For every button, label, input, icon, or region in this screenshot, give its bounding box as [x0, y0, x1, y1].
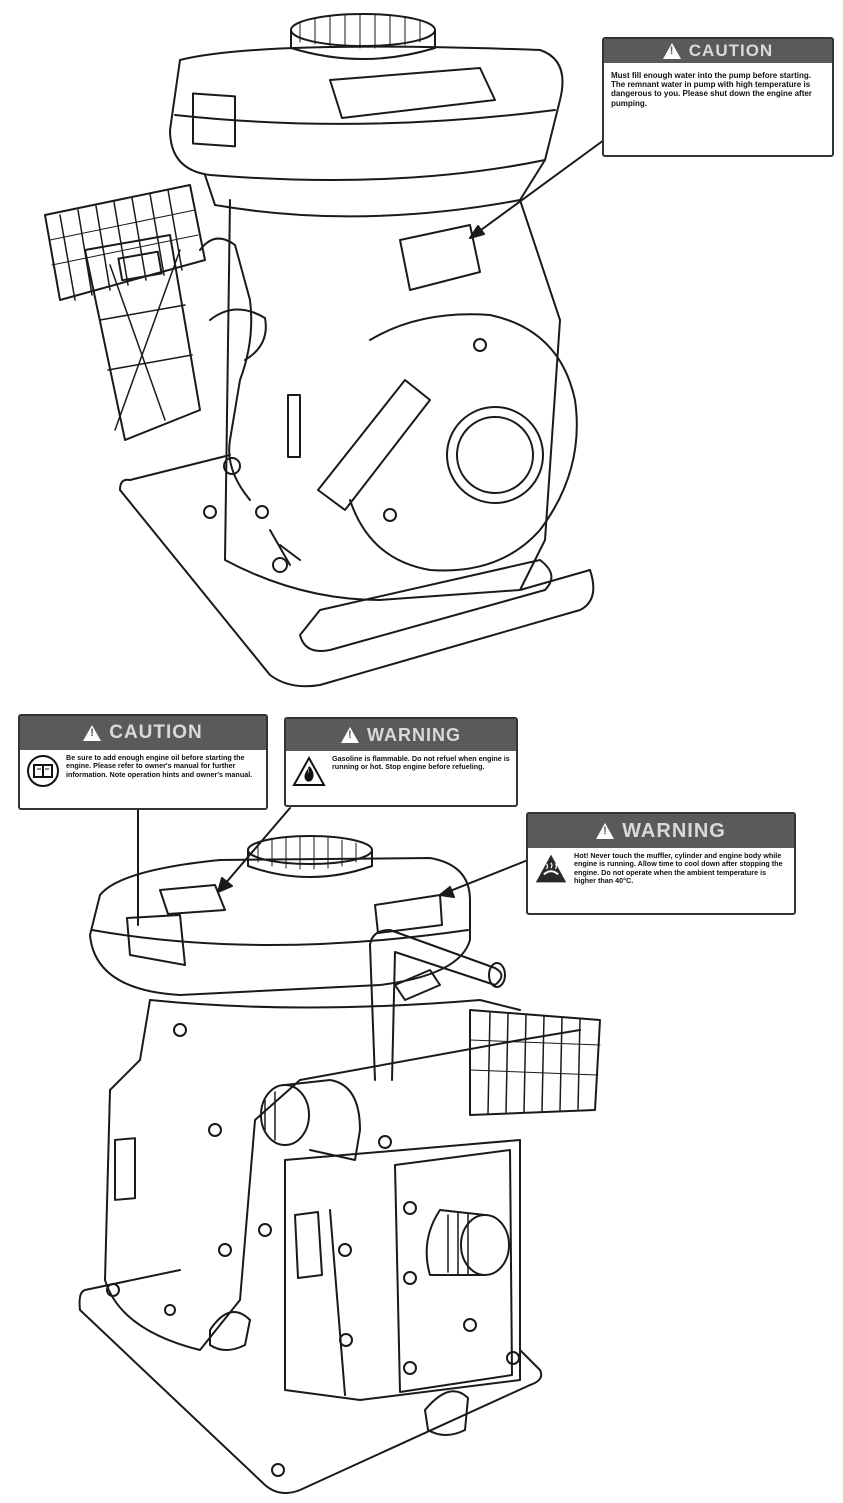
leader-line-warning-muffler: [440, 860, 528, 895]
warning-muffler-text: Hot! Never touch the muffler, cylinder a…: [574, 851, 783, 885]
bottom-pump-drawing: [80, 836, 600, 1493]
hot-surface-icon: [534, 852, 568, 886]
flame-icon: [292, 755, 326, 789]
warning-triangle-icon: [596, 823, 615, 839]
caution-manual-header: CAUTION: [20, 716, 266, 750]
warning-fuel-heading: WARNING: [367, 724, 461, 745]
warning-triangle-icon: [83, 725, 102, 741]
top-caution-label: CAUTION Must fill enough water into the …: [602, 37, 834, 157]
leader-line-warning-fuel: [218, 808, 290, 892]
leader-line-top-caution: [470, 140, 604, 238]
top-caution-heading: CAUTION: [688, 41, 774, 60]
warning-fuel-header: WARNING: [286, 719, 516, 751]
caution-manual-text: Be sure to add enough engine oil before …: [66, 753, 253, 779]
warning-muffler-header: WARNING: [528, 814, 794, 848]
warning-muffler-label: WARNING Hot! Never touch the muffler, cy…: [526, 812, 796, 915]
book-icon: [26, 754, 60, 788]
warning-triangle-icon: [662, 43, 681, 59]
top-caution-header: CAUTION: [604, 39, 832, 63]
warning-muffler-heading: WARNING: [622, 819, 726, 842]
caution-manual-label: CAUTION Be sure to add enough engine oil…: [18, 714, 268, 810]
top-engine-drawing: [45, 14, 593, 686]
warning-fuel-text: Gasoline is flammable. Do not refuel whe…: [332, 754, 510, 772]
warning-triangle-icon: [341, 727, 359, 743]
top-caution-text: Must fill enough water into the pump bef…: [611, 71, 812, 108]
warning-fuel-label: WARNING Gasoline is flammable. Do not re…: [284, 717, 518, 807]
caution-manual-heading: CAUTION: [109, 722, 203, 743]
